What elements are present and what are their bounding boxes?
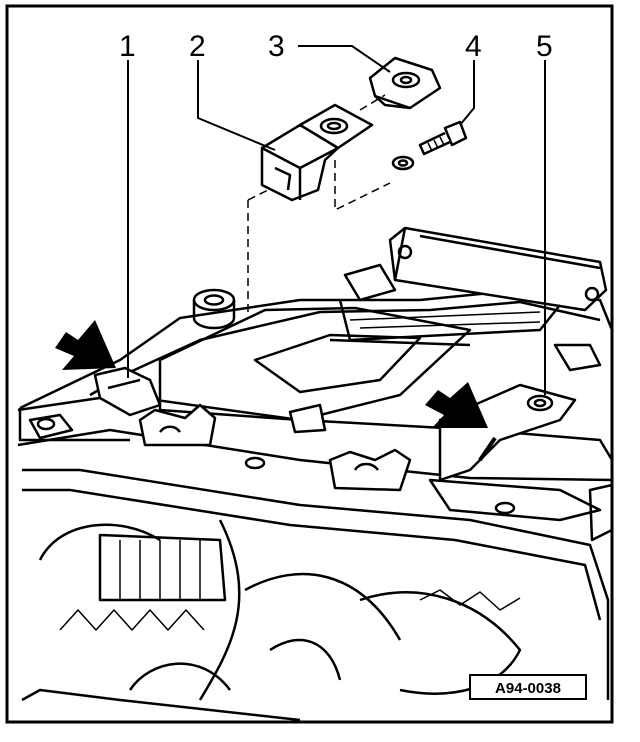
figure-frame: [5, 4, 614, 724]
callout-5: 5: [536, 30, 553, 63]
arrow-left-mount-icon: [55, 320, 116, 370]
bracket-part-2: [260, 103, 374, 202]
reference-code-box: [469, 674, 587, 700]
arrow-right-mount-icon: [425, 382, 488, 428]
callout-2: 2: [189, 30, 206, 63]
assembly-guide-lines: [247, 94, 391, 312]
reference-code: A94-0038: [495, 680, 561, 697]
callout-leaders: [127, 45, 546, 395]
headlight-housing-top: [18, 226, 614, 442]
callout-4: 4: [465, 30, 482, 63]
callout-1: 1: [119, 30, 136, 63]
headlight-lens: [21, 468, 610, 722]
callout-3: 3: [268, 30, 285, 63]
screw-part-4: [391, 120, 468, 171]
mounting-strip: [17, 366, 614, 542]
